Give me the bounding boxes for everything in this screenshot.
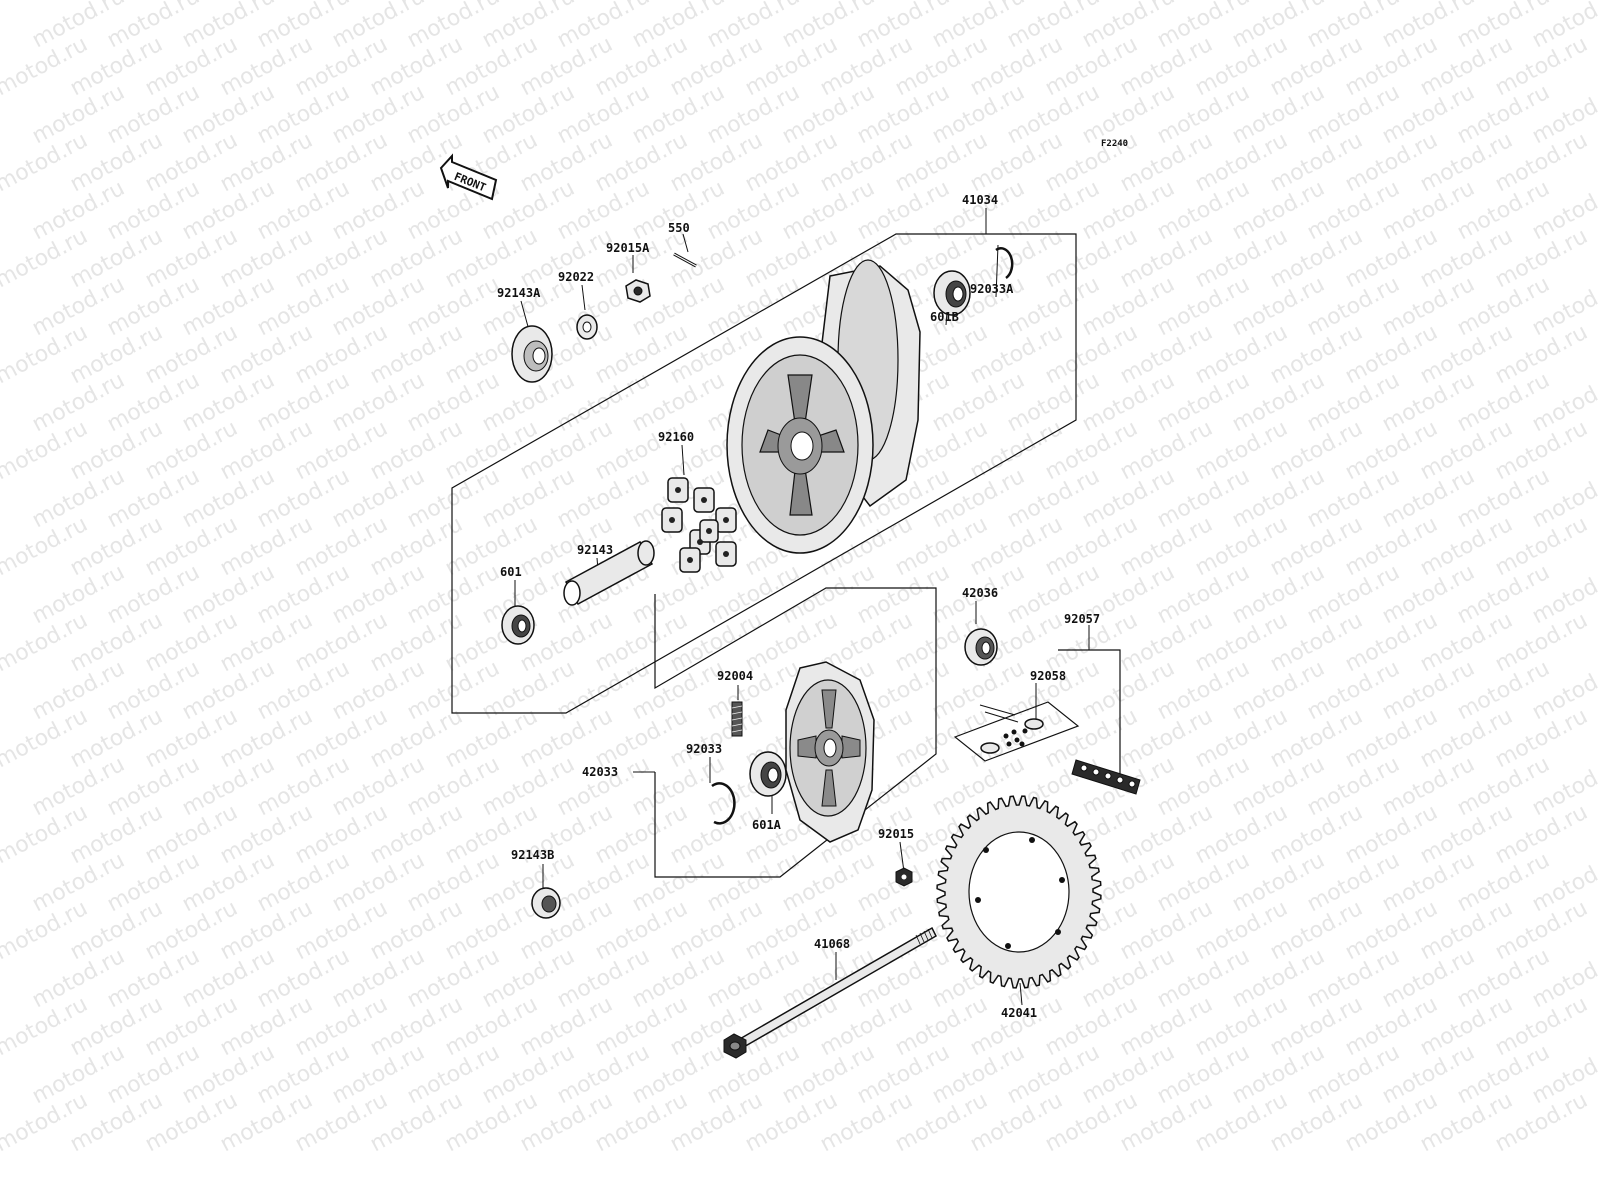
label-42036: 42036: [962, 586, 998, 600]
label-550: 550: [668, 221, 690, 235]
figure-code: F2240: [1101, 139, 1128, 149]
nut-92015: [895, 867, 913, 887]
bearing-601B: [933, 270, 971, 316]
label-92015: 92015: [878, 827, 914, 841]
stud-92004: [731, 701, 743, 737]
axle-41068: [723, 926, 937, 1059]
washer-92022: [576, 314, 598, 340]
hub-41034: [726, 259, 921, 554]
damper-92160: [661, 477, 737, 573]
nut-92015A: [625, 279, 651, 303]
collar-42036: [964, 628, 998, 666]
label-92015A: 92015A: [606, 241, 650, 255]
label-601A: 601A: [752, 818, 782, 832]
label-92143: 92143: [577, 543, 613, 557]
label-601: 601: [500, 565, 522, 579]
label-42041: 42041: [1001, 1006, 1037, 1020]
label-92143B: 92143B: [511, 848, 554, 862]
label-92004: 92004: [717, 669, 753, 683]
label-41034: 41034: [962, 193, 998, 207]
circlip-92033: [711, 782, 736, 825]
label-92057: 92057: [1064, 612, 1100, 626]
label-601B: 601B: [930, 310, 959, 324]
bearing-601A: [749, 751, 787, 797]
hub-assembly-bracket: [451, 233, 1077, 714]
chain-joint-92058: [953, 701, 1080, 762]
label-42033: 42033: [582, 765, 618, 779]
label-92143A: 92143A: [497, 286, 541, 300]
part-labels: 41034 550 92015A 92022 92143A 92033A 601…: [497, 193, 1100, 1020]
bearing-601: [501, 605, 535, 645]
chain-92057: [1071, 759, 1141, 795]
label-92033: 92033: [686, 742, 722, 756]
collar-92143B: [531, 887, 561, 919]
label-92022: 92022: [558, 270, 594, 284]
label-92058: 92058: [1030, 669, 1066, 683]
collar-92143A: [511, 325, 553, 383]
label-92033A: 92033A: [970, 282, 1014, 296]
spacer-92143: [563, 540, 655, 606]
sprocket-42041: [936, 795, 1102, 989]
chain-bracket: [1058, 649, 1121, 775]
cotter-pin-550: [673, 252, 697, 268]
label-41068: 41068: [814, 937, 850, 951]
front-arrow-icon: FRONT: [439, 153, 498, 201]
circlip-92033A: [995, 247, 1014, 280]
coupling-42033: [785, 661, 875, 843]
label-92160: 92160: [658, 430, 694, 444]
coupling-assembly-bracket: [654, 587, 937, 878]
